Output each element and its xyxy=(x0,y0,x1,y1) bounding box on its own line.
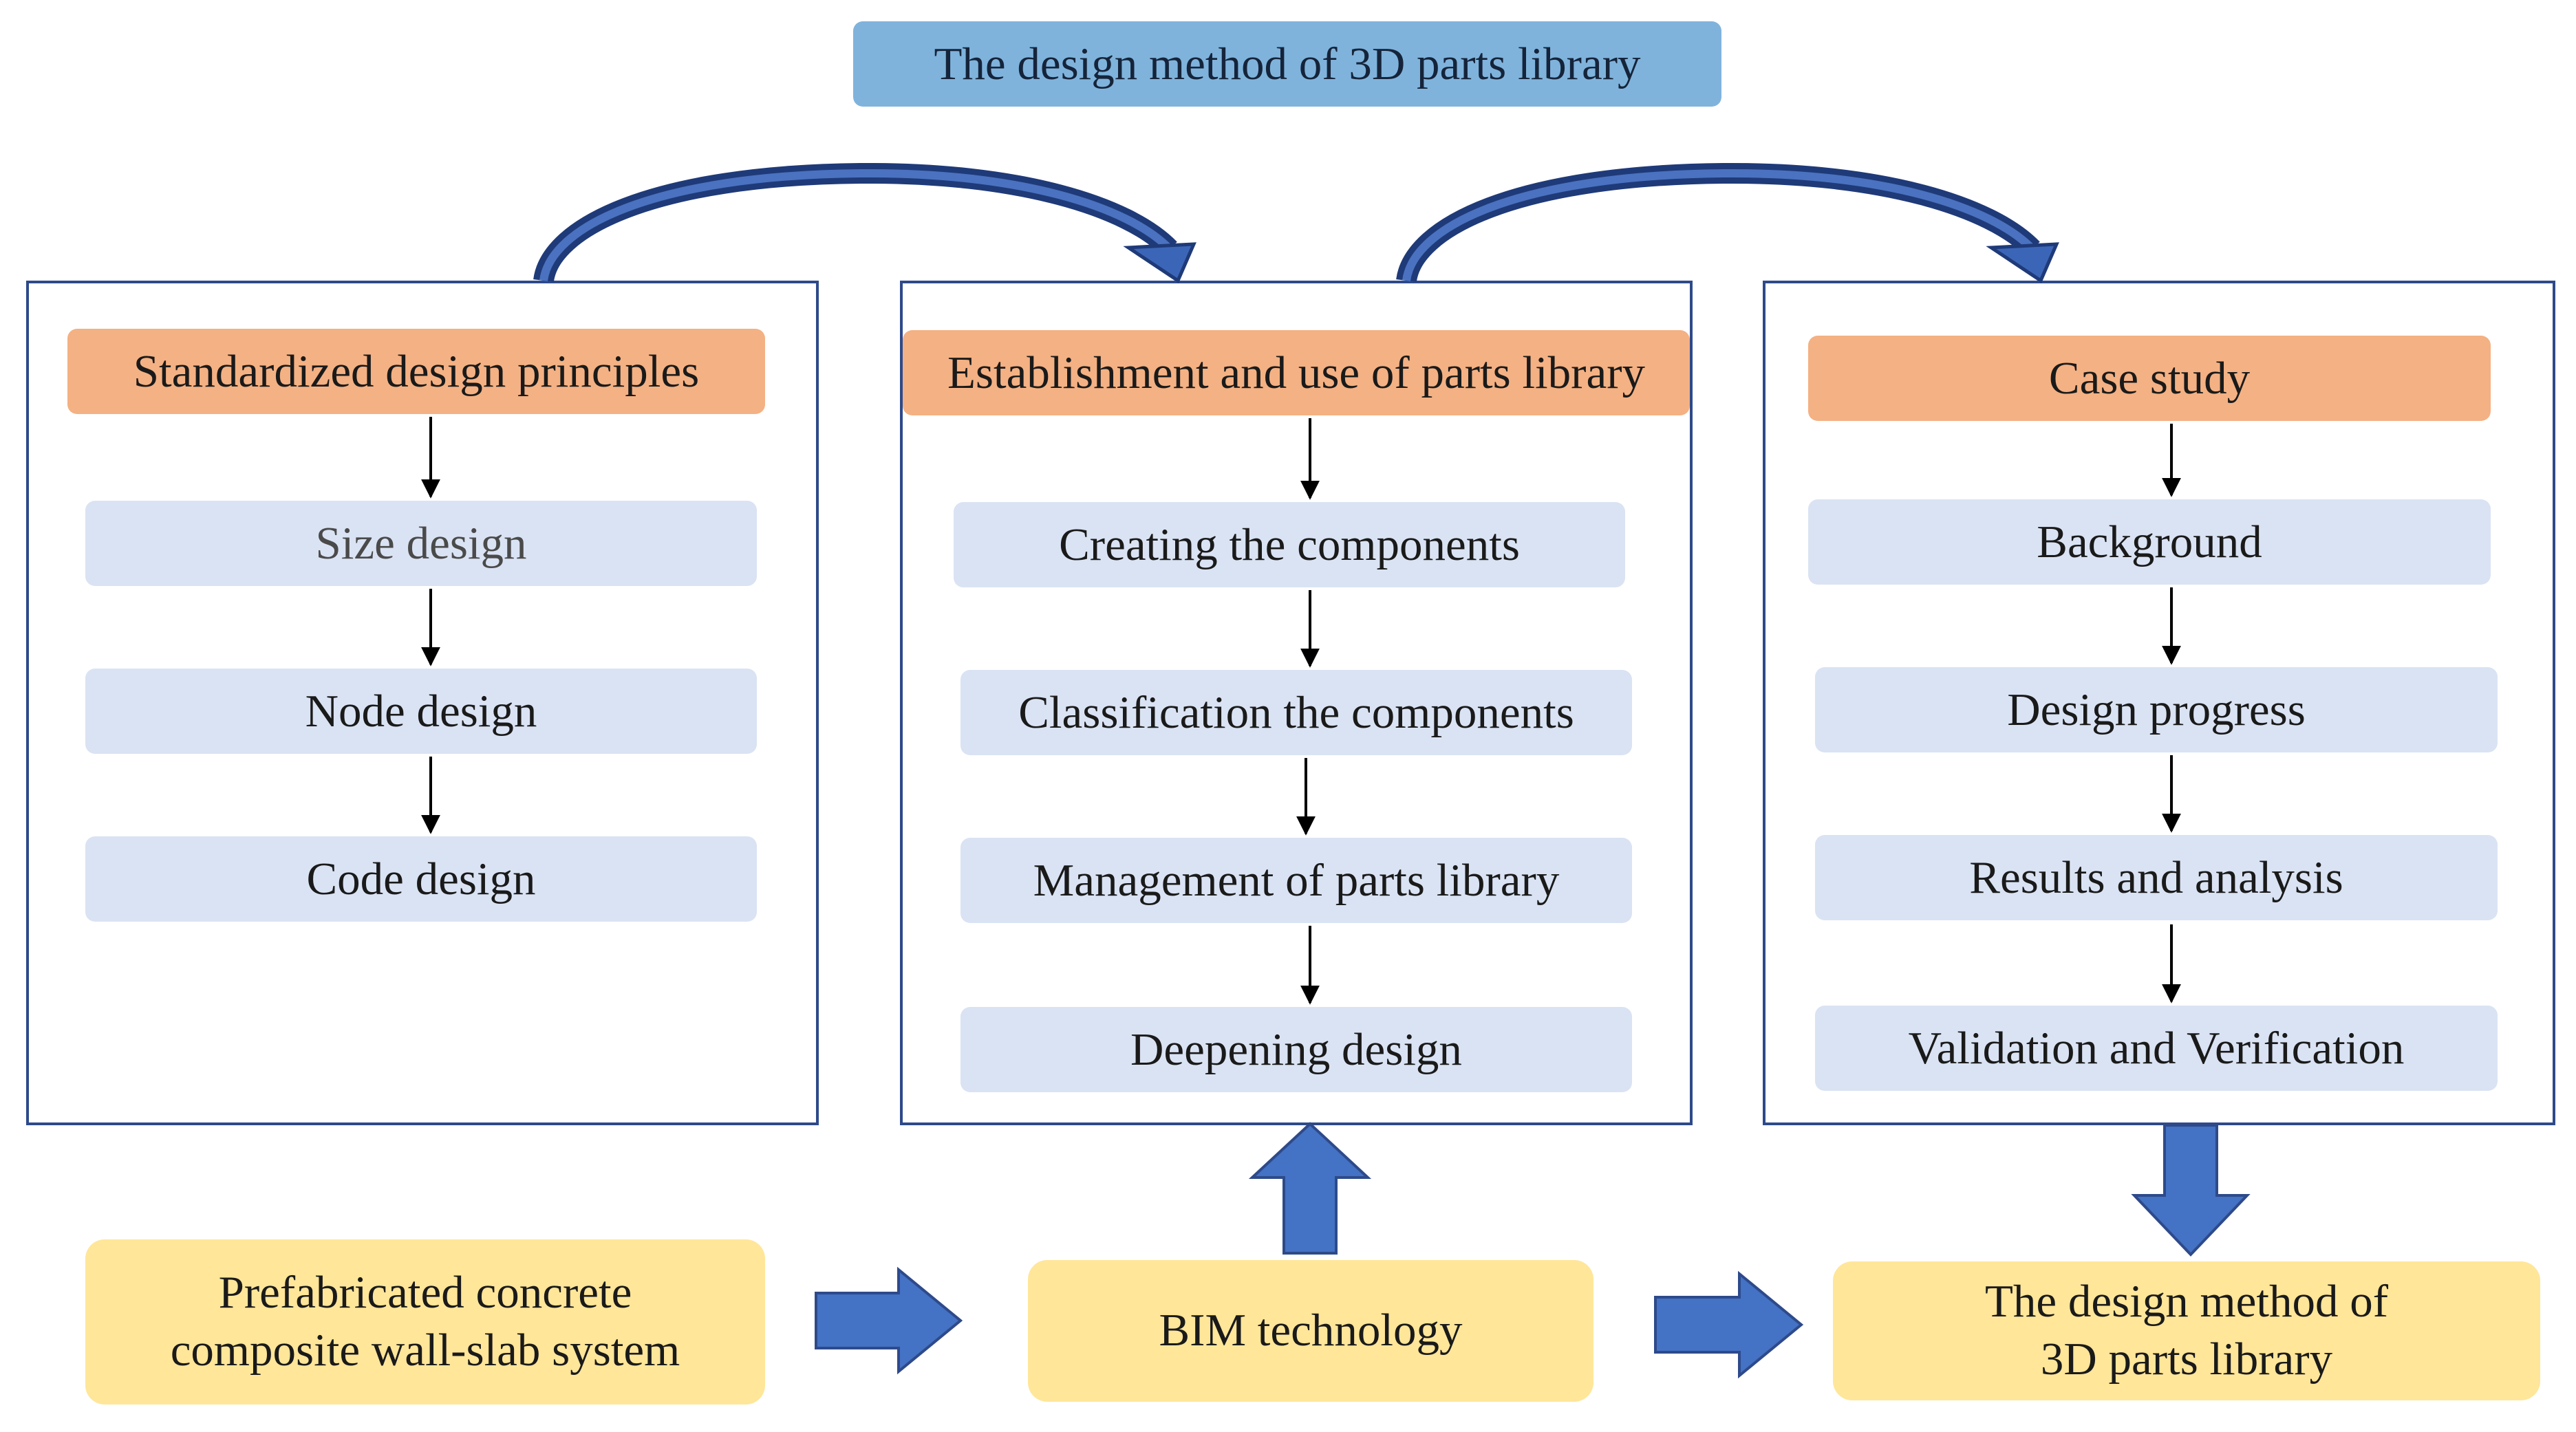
step-validation-verification: Validation and Verification xyxy=(1815,1006,2498,1091)
step-node-design: Node design xyxy=(85,669,757,754)
step-size-design: Size design xyxy=(85,501,757,586)
step-design-progress: Design progress xyxy=(1815,667,2498,752)
box-bim-technology: BIM technology xyxy=(1028,1260,1593,1402)
heading-case-study: Case study xyxy=(1808,336,2491,421)
step-code-design: Code design xyxy=(85,836,757,922)
curved-arrow-col2-to-col3 xyxy=(1396,162,2059,283)
heading-standardized-design-principles: Standardized design principles xyxy=(67,329,765,414)
step-management-parts-library: Management of parts library xyxy=(960,838,1632,923)
step-creating-components: Creating the components xyxy=(954,502,1625,587)
step-background: Background xyxy=(1808,499,2491,585)
heading-establishment-parts-library: Establishment and use of parts library xyxy=(903,330,1690,415)
step-classification-components: Classification the components xyxy=(960,670,1632,755)
step-results-analysis: Results and analysis xyxy=(1815,835,2498,920)
box-design-method-result: The design method of 3D parts library xyxy=(1833,1261,2540,1400)
step-deepening-design: Deepening design xyxy=(960,1007,1632,1092)
diagram-title: The design method of 3D parts library xyxy=(853,21,1721,107)
box-prefabricated-concrete-system: Prefabricated concrete composite wall-sl… xyxy=(85,1239,765,1404)
curved-arrow-col1-to-col2 xyxy=(533,162,1196,283)
